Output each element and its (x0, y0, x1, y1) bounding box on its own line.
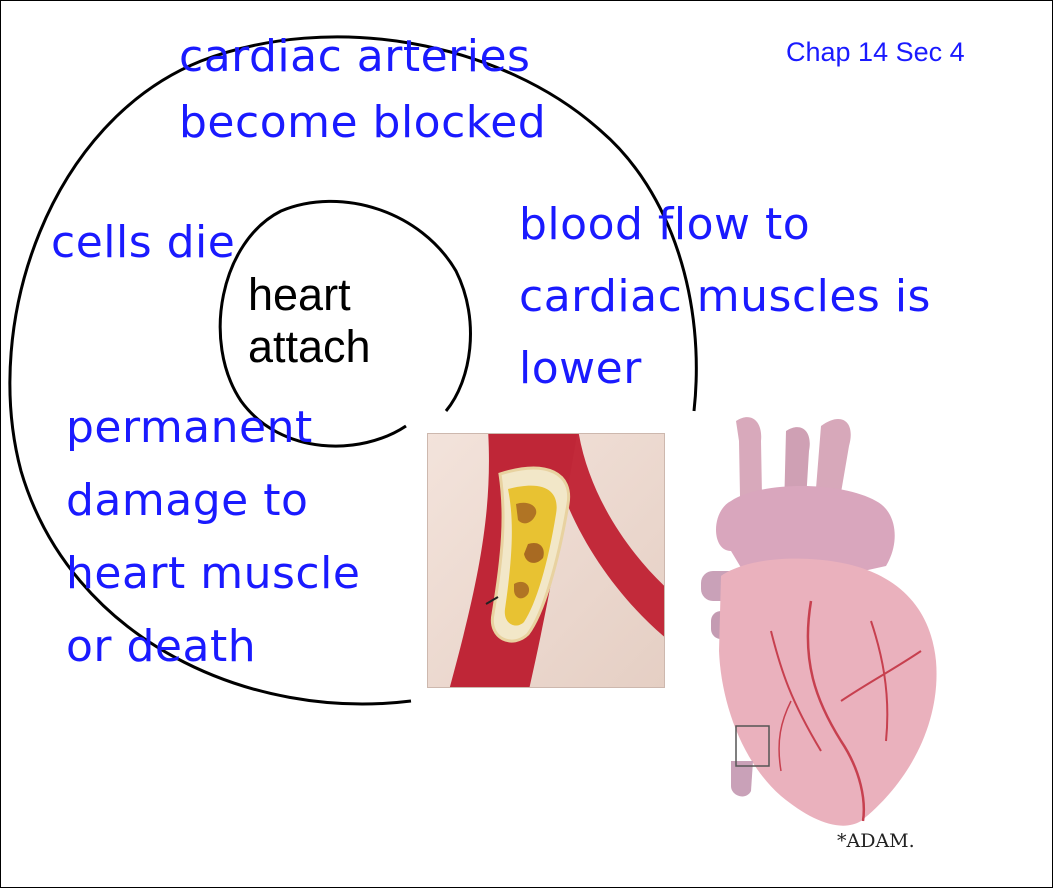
note-damage-line1: permanent (66, 391, 360, 464)
note-blood-flow-line1: blood flow to (519, 189, 931, 261)
center-label-line2: attach (248, 321, 371, 373)
note-blood-flow-line3: lower (519, 333, 931, 405)
note-blocked: cardiac arteries become blocked (179, 24, 546, 156)
center-label-line1: heart (248, 269, 371, 321)
note-damage-line3: heart muscle (66, 537, 360, 610)
note-blocked-line2: become blocked (179, 90, 546, 156)
note-cells-die: cells die (51, 214, 235, 272)
note-damage: permanent damage to heart muscle or deat… (66, 391, 360, 683)
note-blood-flow-line2: cardiac muscles is (519, 261, 931, 333)
center-label: heart attach (248, 269, 371, 373)
note-damage-line2: damage to (66, 464, 360, 537)
note-blood-flow: blood flow to cardiac muscles is lower (519, 189, 931, 405)
note-blocked-line1: cardiac arteries (179, 24, 546, 90)
note-damage-line4: or death (66, 610, 360, 683)
